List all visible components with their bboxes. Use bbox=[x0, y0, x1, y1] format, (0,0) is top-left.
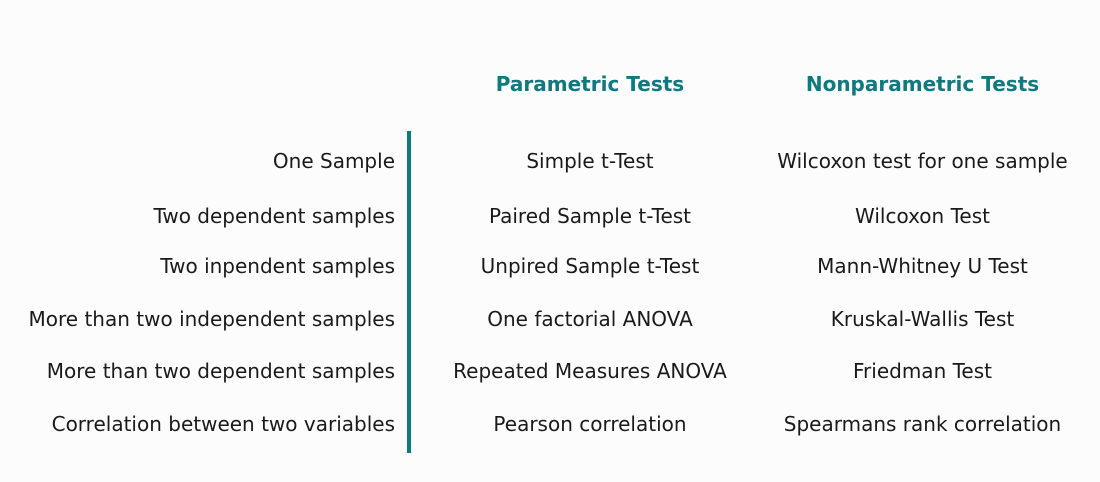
row-label: Two inpendent samples bbox=[160, 254, 395, 278]
table-row: Two inpendent samples Unpired Sample t-T… bbox=[0, 253, 1100, 293]
parametric-test: Pearson correlation bbox=[493, 412, 687, 436]
nonparametric-tests-header: Nonparametric Tests bbox=[805, 72, 1040, 96]
table-row: One Sample Simple t-Test Wilcoxon test f… bbox=[0, 148, 1100, 188]
table-row: More than two dependent samples Repeated… bbox=[0, 358, 1100, 398]
nonparametric-test: Wilcoxon test for one sample bbox=[777, 149, 1068, 173]
parametric-test: Paired Sample t-Test bbox=[488, 204, 692, 228]
row-label: More than two dependent samples bbox=[46, 359, 395, 383]
table-row: Two dependent samples Paired Sample t-Te… bbox=[0, 203, 1100, 243]
row-label: One Sample bbox=[272, 149, 395, 173]
nonparametric-test: Friedman Test bbox=[853, 359, 992, 383]
nonparametric-test: Mann-Whitney U Test bbox=[817, 254, 1028, 278]
parametric-test: Unpired Sample t-Test bbox=[480, 254, 700, 278]
parametric-tests-header: Parametric Tests bbox=[495, 72, 685, 96]
nonparametric-test: Wilcoxon Test bbox=[855, 204, 990, 228]
table-row: Correlation between two variables Pearso… bbox=[0, 411, 1100, 451]
row-label: Two dependent samples bbox=[153, 204, 395, 228]
row-label: More than two independent samples bbox=[28, 307, 395, 331]
nonparametric-test: Spearmans rank correlation bbox=[783, 412, 1062, 436]
parametric-test: Simple t-Test bbox=[526, 149, 654, 173]
nonparametric-test: Kruskal-Wallis Test bbox=[830, 307, 1015, 331]
row-label: Correlation between two variables bbox=[51, 412, 395, 436]
vertical-divider bbox=[407, 131, 411, 453]
parametric-test: One factorial ANOVA bbox=[487, 307, 693, 331]
table-row: More than two independent samples One fa… bbox=[0, 306, 1100, 346]
parametric-test: Repeated Measures ANOVA bbox=[453, 359, 727, 383]
